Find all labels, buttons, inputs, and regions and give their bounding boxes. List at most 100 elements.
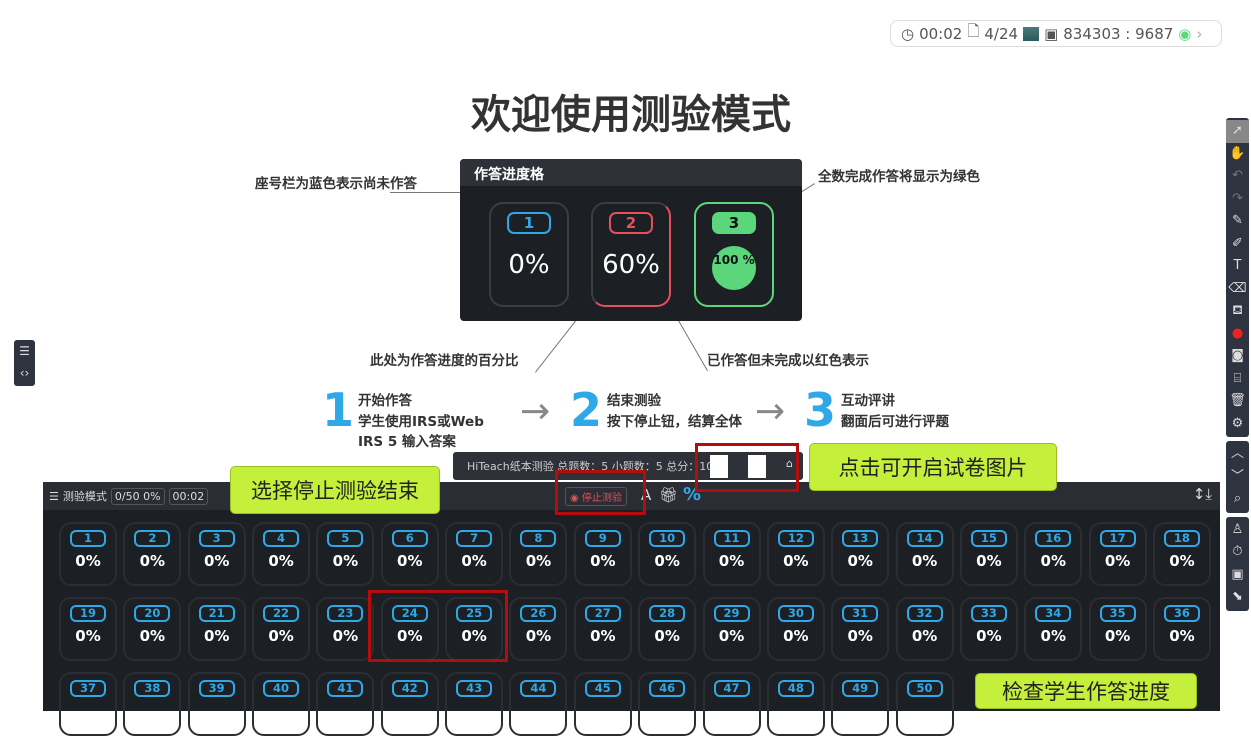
student-cell[interactable]: 40 [252,672,311,736]
progress-percent: 0% [268,552,294,570]
marker-icon[interactable]: ✐ [1232,235,1243,251]
collapse-icon[interactable]: ↕⤓ [1192,485,1212,503]
student-cell[interactable]: 38 [123,672,182,736]
fill-icon[interactable]: ⛾ [1232,303,1243,318]
trash-icon[interactable]: 🗑︎ [1229,393,1246,408]
chevron-up-icon[interactable]: ︿ [1230,446,1244,461]
seat-number: 6 [391,530,428,547]
user-icon[interactable]: ♙ [1231,521,1244,537]
palette-icon[interactable]: ● [1231,325,1244,341]
student-cell[interactable]: 50 [895,672,954,736]
text-icon[interactable]: T [1233,258,1242,273]
eraser-icon[interactable]: ⌫ [1228,280,1247,296]
student-cell[interactable]: 43 [445,672,504,736]
progress-percent: 0% [718,552,745,570]
gear-icon[interactable]: ⚙ [1231,415,1244,431]
seat-number: 13 [842,530,879,547]
progress-percent: 0% [203,552,230,570]
side-panel-toggle[interactable]: ☰‹› [14,340,35,386]
seat-number: 19 [70,605,106,622]
gift-icon[interactable]: 🎁︎ [659,486,679,504]
image-text-icon[interactable]: ▣ [1231,566,1244,582]
progress-percent: 0% [203,627,230,645]
seat-number: 29 [713,605,750,622]
paper-image-1[interactable] [710,455,728,478]
student-cell[interactable]: 41 [316,672,375,736]
step-2-number: 2 [570,383,603,437]
progress-percent: 0% [139,552,166,570]
student-cell[interactable]: 47 [702,672,761,736]
font-icon[interactable]: A [641,486,652,504]
seat-number: 25 [456,605,493,622]
status-bar[interactable]: ◷00:02 🗋4/24 ▣834303 : 9687 ◉ › [890,20,1222,47]
pen-icon[interactable]: ✎ [1232,213,1243,228]
redo-icon[interactable]: ↷ [1232,190,1243,206]
paper-image-2[interactable] [748,455,766,478]
progress-percent: 0% [976,552,1002,570]
clear-icon[interactable]: ⌸ [1233,370,1242,386]
exit-icon[interactable]: ⬊ [1232,589,1243,604]
step-2-title: 结束测验 [607,393,661,409]
slide-thumbnail[interactable] [1023,26,1040,41]
chevron-down-icon[interactable]: ﹀ [1230,468,1244,484]
search-icon[interactable]: ⌕ [1233,491,1242,506]
chevron-right-icon[interactable]: › [1196,24,1203,43]
student-cell[interactable]: 45 [573,672,632,736]
student-cell[interactable]: 37 [59,672,117,736]
camera-icon[interactable]: ◙ [1231,348,1244,363]
timer-icon[interactable]: ⏱︎ [1232,544,1243,559]
undo-icon[interactable]: ↶ [1232,168,1243,183]
note-percent: 此处为作答进度的百分比 [370,353,519,369]
highlight-cells [368,590,508,662]
student-cell[interactable]: 46 [638,672,697,736]
student-cell[interactable]: 42 [380,672,439,736]
pointer-icon[interactable]: ➚ [1226,120,1249,143]
student-cell[interactable]: 44 [509,672,568,736]
student-cell[interactable]: 48 [766,672,825,736]
seat-number: 50 [906,680,943,697]
progress-percent: 0% [1040,552,1066,570]
stop-quiz-button[interactable]: ◉ 停止测验 [565,487,627,506]
progress-percent: 0% [525,552,552,570]
student-cell[interactable]: 39 [187,672,246,736]
hand-icon[interactable]: ✋ [1229,145,1246,161]
home-icon[interactable]: ⌂ [786,457,793,470]
seat-number: 5 [327,530,364,547]
student-cell[interactable]: 49 [831,672,890,736]
progress-percent: 0% [1040,627,1066,645]
